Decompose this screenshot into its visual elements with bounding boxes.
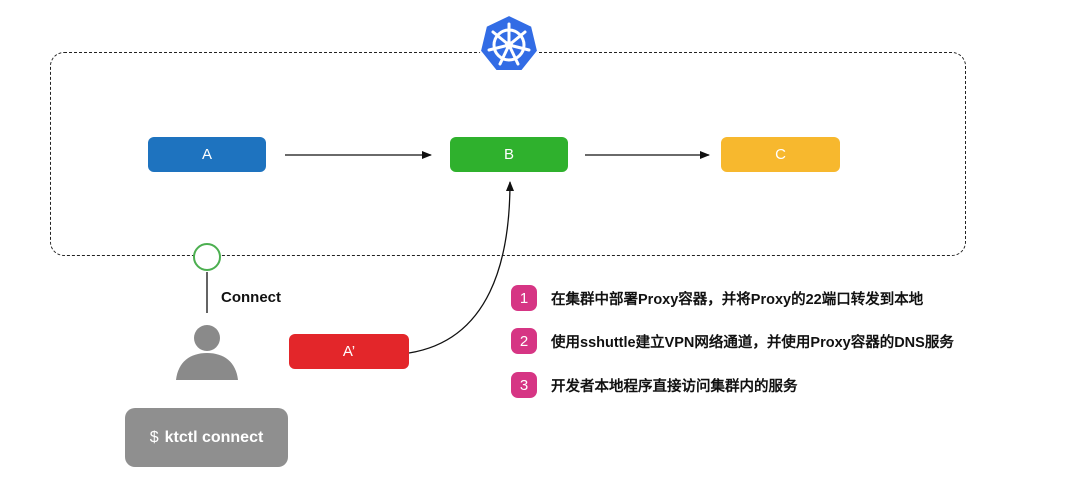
connect-label: Connect [221,289,281,306]
step-2: 2 使用sshuttle建立VPN网络通道，并使用Proxy容器的DNS服务 [511,328,954,354]
step-3: 3 开发者本地程序直接访问集群内的服务 [511,372,798,398]
user-silhouette-icon [176,325,238,380]
command-prompt: $ [149,428,159,446]
node-c: C [721,137,840,172]
node-a: A [148,137,266,172]
node-a-prime: A’ [289,334,409,369]
step-3-text: 开发者本地程序直接访问集群内的服务 [551,378,798,395]
step-1: 1 在集群中部署Proxy容器，并将Proxy的22端口转发到本地 [511,285,923,311]
connect-point-icon [193,243,221,271]
node-b: B [450,137,568,172]
step-1-badge: 1 [511,285,537,311]
step-3-badge: 3 [511,372,537,398]
step-2-text: 使用sshuttle建立VPN网络通道，并使用Proxy容器的DNS服务 [551,334,954,351]
kubernetes-logo-icon [478,13,540,72]
ktctl-command-box: $ ktctl connect [125,408,288,467]
step-1-text: 在集群中部署Proxy容器，并将Proxy的22端口转发到本地 [551,291,924,308]
step-2-badge: 2 [511,328,537,354]
command-text: ktctl connect [164,428,264,446]
arrow-a-prime-to-b [408,181,514,354]
